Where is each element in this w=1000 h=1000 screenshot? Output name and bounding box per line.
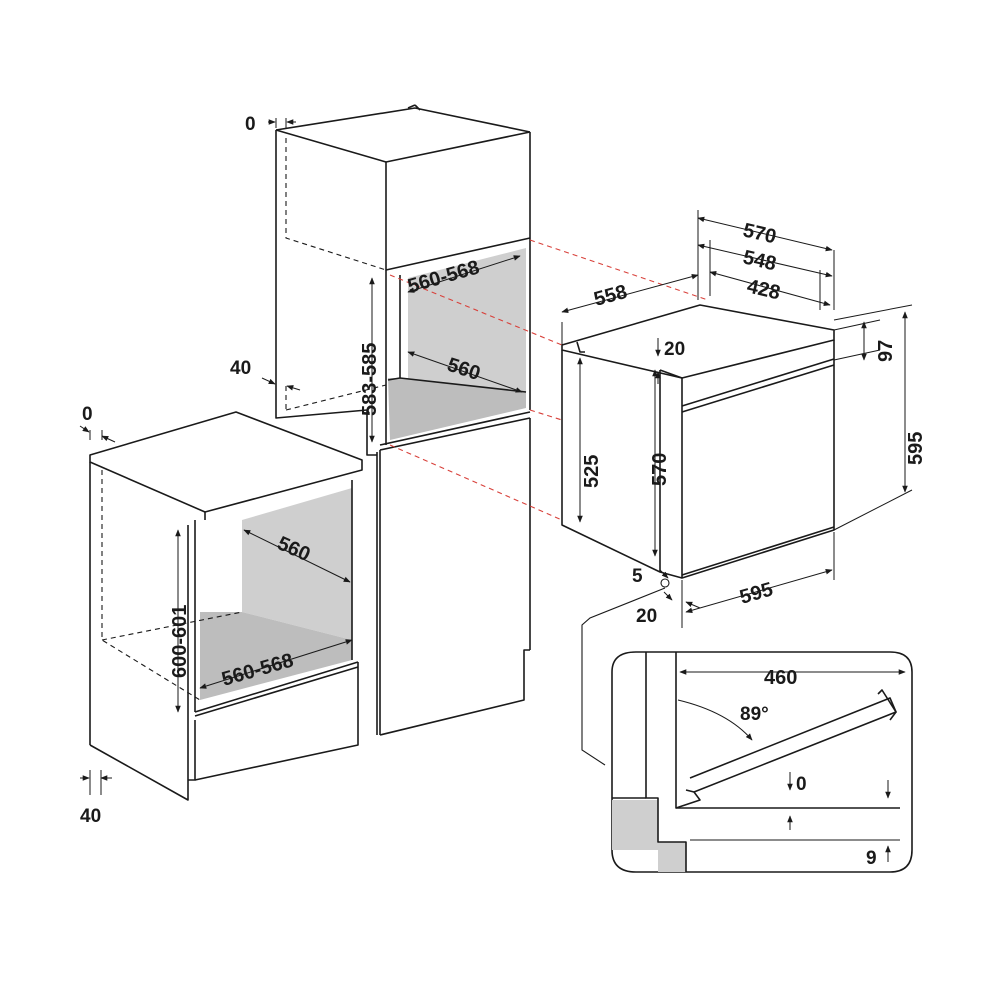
tall-side-gap-label: 40: [230, 358, 251, 379]
oven-labels: 570 548 428 558 20 97 595 525 570 5 20 5…: [581, 219, 927, 627]
oven-bottom-gap-label: 5: [632, 566, 643, 587]
door-length-label: 460: [764, 667, 797, 689]
tall-niche-height-label: 583-585: [359, 343, 381, 416]
tall-cabinet-labels: 0 40 560-568 583-585 560: [230, 114, 483, 416]
door-detail-labels: 460 89° 0 9: [740, 667, 877, 869]
oven-panel-offset-label: 20: [664, 339, 685, 360]
dimension-lines: [79, 118, 913, 795]
door-clearance-top-label: 0: [796, 774, 807, 795]
base-cabinet: [89, 411, 363, 801]
oven-width-inner-label: 428: [745, 275, 782, 304]
oven-total-height-label: 595: [905, 432, 927, 465]
oven-width-mid-label: 548: [741, 246, 778, 275]
oven-top-panel-label: 97: [875, 340, 897, 362]
tall-top-gap-label: 0: [245, 114, 256, 135]
door-angle-label: 89°: [740, 704, 769, 725]
oven-front-width-label: 595: [737, 578, 775, 608]
base-top-gap-label: 0: [82, 404, 93, 425]
oven-width-outer-label: 570: [741, 219, 778, 248]
base-niche-height-label: 600-601: [169, 605, 191, 678]
door-detail: [581, 587, 913, 873]
oven: [561, 304, 835, 579]
oven-door-height-label: 570: [649, 453, 671, 486]
oven-depth-label: 558: [592, 281, 630, 311]
oven-body-height-label: 525: [581, 455, 603, 488]
base-bottom-gap-label: 40: [80, 806, 101, 827]
door-clearance-bottom-label: 9: [866, 848, 877, 869]
oven-front-offset-label: 20: [636, 606, 657, 627]
